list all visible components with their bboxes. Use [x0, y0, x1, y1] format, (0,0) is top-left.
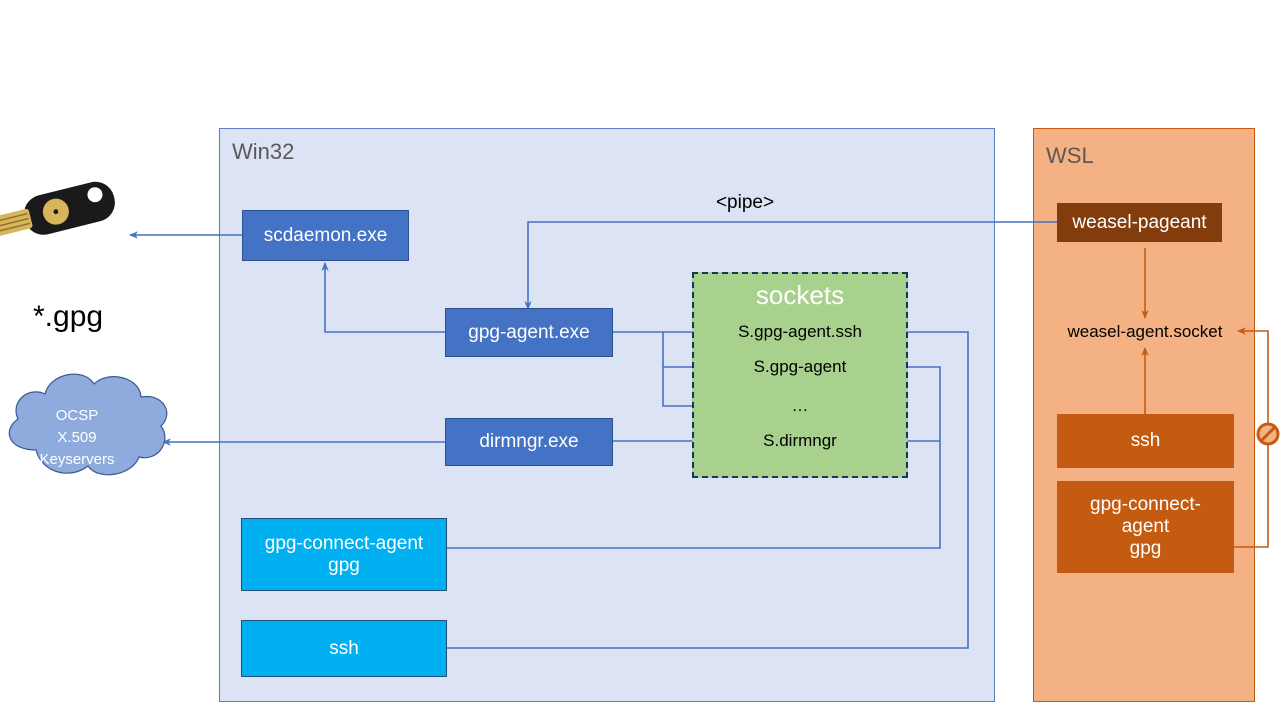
node-weasel-agent-socket[interactable]: weasel-agent.socket [1067, 322, 1223, 341]
pipe-label: <pipe> [715, 192, 775, 213]
panel-win32-label: Win32 [232, 139, 295, 164]
node-wsl-ssh[interactable]: ssh [1057, 414, 1234, 468]
sockets-group-title: sockets [755, 280, 845, 310]
node-dirmngr-exe[interactable]: dirmngr.exe [445, 418, 613, 466]
socket-item-s-gpg-agent[interactable]: S.gpg-agent [753, 357, 847, 376]
cloud-shape [8, 373, 168, 476]
socket-item-s-dirmngr[interactable]: S.dirmngr [763, 431, 837, 450]
edge-pipe-weaselpageant-to-gpgagent [524, 221, 1057, 310]
yubikey-icon [0, 181, 115, 236]
node-weasel-pageant[interactable]: weasel-pageant [1057, 203, 1222, 242]
edge-gpgagent-to-dots [613, 331, 719, 410]
socket-item-ellipsis: … [791, 396, 809, 415]
gpg-files-label: *.gpg [33, 300, 104, 333]
sockets-group [692, 272, 908, 478]
socket-item-s-gpg-agent-ssh[interactable]: S.gpg-agent.ssh [738, 322, 862, 341]
edge-gpgagent-to-scdaemon [321, 262, 445, 333]
cloud-label: OCSP X.509 Keyservers [39, 407, 115, 468]
node-win32-ssh[interactable]: ssh [241, 620, 447, 677]
blocked-icon [1256, 422, 1280, 446]
edge-win32gca-to-sock-agent [447, 363, 941, 549]
node-win32-gpg-connect-agent[interactable]: gpg-connect-agent gpg [241, 518, 447, 591]
node-scdaemon-exe[interactable]: scdaemon.exe [242, 210, 409, 261]
node-wsl-gpg-connect-agent[interactable]: gpg-connect- agent gpg [1057, 481, 1234, 573]
panel-wsl-label: WSL [1046, 143, 1094, 168]
edge-win32ssh-to-sock-ssh [447, 328, 969, 649]
node-gpg-agent-exe[interactable]: gpg-agent.exe [445, 308, 613, 357]
